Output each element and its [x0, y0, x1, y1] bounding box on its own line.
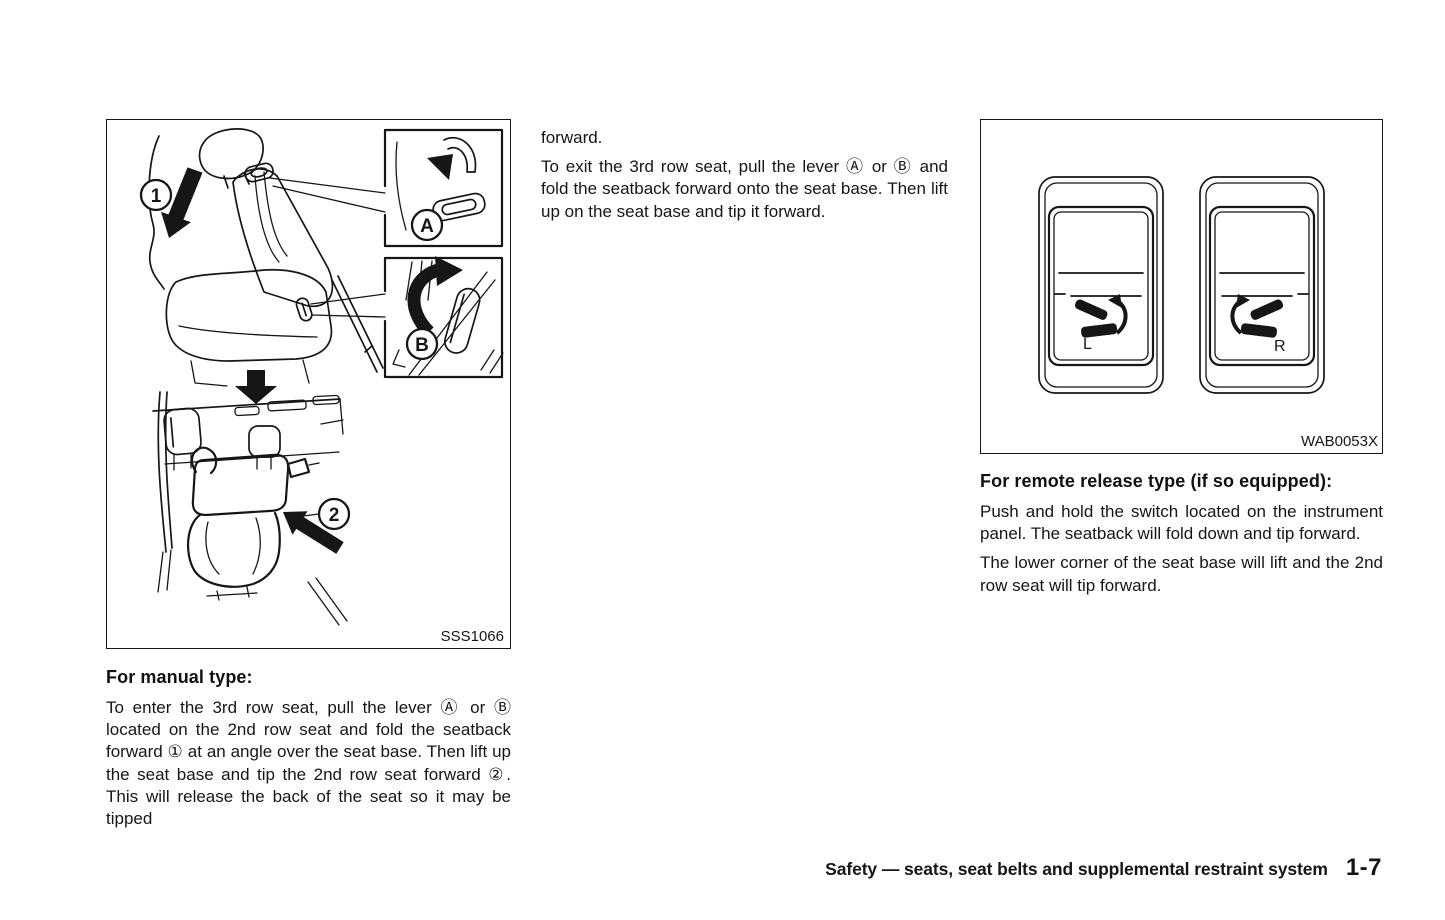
fold-seatback-arrow-icon [161, 167, 203, 238]
continued-text-column: forward. To exit the 3rd row seat, pull … [541, 127, 948, 223]
callout-circle-2 [317, 497, 351, 531]
callout-line-to-inset-b [310, 293, 386, 318]
inset-lever-b: B [383, 256, 504, 379]
pull-lever-a-arrow-icon [427, 154, 453, 180]
left-switch-label: L [1083, 336, 1092, 353]
remote-type-paragraph-1: Push and hold the switch located on the … [980, 502, 1383, 544]
figure-remote-caption: WAB0053X [1301, 433, 1378, 450]
callout-1-label: 1 [151, 186, 162, 207]
manual-type-heading: For manual type: [106, 667, 253, 687]
seat-fold-icon [1074, 294, 1128, 338]
right-seat-release-switch: R [1199, 176, 1325, 394]
side-lever-b-location [295, 297, 313, 322]
footer-page-number: 1-7 [1345, 854, 1382, 881]
callout-circle-1 [139, 178, 173, 212]
carryover-line: forward. [541, 128, 603, 147]
seatback-lever-a-location [244, 162, 274, 183]
inset-lever-a: A [383, 128, 504, 248]
figure-manual-seat-release: 1 A [106, 119, 511, 649]
seat-fold-icon [1230, 294, 1284, 338]
tip-seat-forward-arrow-icon [283, 511, 344, 554]
remote-type-paragraph-2: The lower corner of the seat base will l… [980, 553, 1383, 595]
footer-section-title: Safety — seats, seat belts and supplemen… [825, 859, 1328, 879]
remote-release-switches-illustration: L [1038, 176, 1378, 450]
callout-line-to-inset-a [269, 177, 386, 213]
manual-type-body: To enter the 3rd row seat, pull the leve… [106, 698, 511, 829]
manual-seat-release-illustration: 1 A [139, 128, 504, 645]
page-footer: Safety — seats, seat belts and supplemen… [825, 854, 1382, 882]
right-switch-label: R [1274, 338, 1286, 355]
exit-3rd-row-paragraph: To exit the 3rd row seat, pull the lever… [541, 157, 948, 221]
second-row-seat-drawing [148, 128, 386, 387]
callout-circle-b [405, 327, 439, 361]
callout-b-label: B [415, 335, 429, 356]
left-seat-release-switch: L [1038, 176, 1164, 394]
remote-type-heading: For remote release type (if so equipped)… [980, 471, 1333, 491]
remote-type-section: For remote release type (if so equipped)… [980, 471, 1383, 597]
callout-circle-a [410, 208, 444, 242]
tipped-seat-drawing [152, 391, 348, 626]
callout-a-label: A [420, 216, 434, 237]
scene-transition-down-arrow-icon [235, 370, 277, 404]
figure-manual-caption: SSS1066 [441, 628, 504, 645]
callout-2-label: 2 [329, 505, 340, 526]
figure-remote-release-switches: L [980, 119, 1383, 454]
manual-type-section: For manual type: To enter the 3rd row se… [106, 667, 511, 830]
pull-lever-b-arrow-icon [435, 256, 463, 286]
